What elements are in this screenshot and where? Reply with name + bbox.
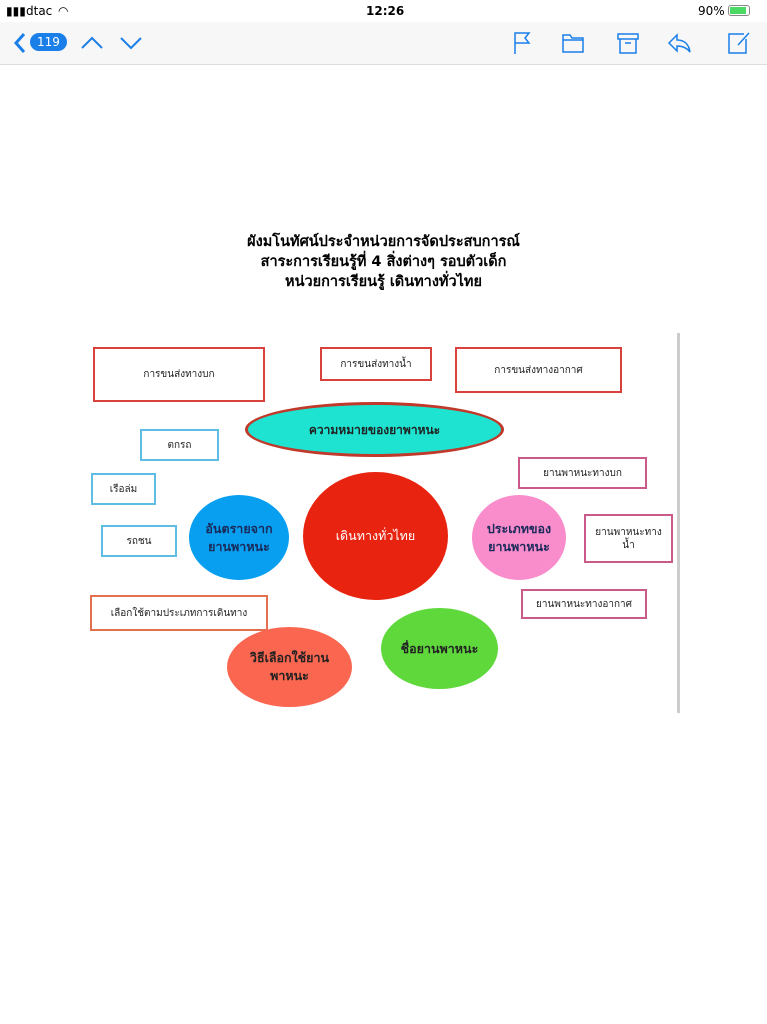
time: 12:26 bbox=[366, 4, 405, 18]
title-line: สาระการเรียนรู้ที่ 4 สิ่งต่างๆ รอบตัวเด็… bbox=[260, 254, 507, 270]
folder-icon[interactable] bbox=[560, 30, 586, 56]
box-car-crash: รถชน bbox=[101, 525, 177, 557]
status-bar: ▮▮▮ dtac ◠ 12:26 90% bbox=[0, 0, 767, 22]
title-line: ผังมโนทัศน์ประจำหน่วยการจัดประสบการณ์ bbox=[247, 234, 520, 250]
meaning-ellipse: ความหมายของยาพาหนะ bbox=[245, 402, 504, 457]
back-chevron-icon[interactable] bbox=[8, 30, 34, 56]
box-choose-by-type: เลือกใช้ตามประเภทการเดินทาง bbox=[90, 595, 268, 631]
flag-icon[interactable] bbox=[510, 30, 536, 56]
center-circle: เดินทางทั่วไทย bbox=[303, 472, 448, 600]
page-edge-divider bbox=[677, 333, 680, 713]
reply-icon[interactable] bbox=[666, 30, 692, 56]
danger-circle: อันตรายจาก ยานพาหนะ bbox=[189, 495, 289, 580]
mail-toolbar: 119 bbox=[0, 22, 767, 65]
battery-icon bbox=[728, 5, 750, 16]
box-air-transport: การขนส่งทางอากาศ bbox=[455, 347, 622, 393]
battery-percent: 90% bbox=[698, 4, 725, 18]
unread-count-badge[interactable]: 119 bbox=[30, 33, 67, 51]
document-title: ผังมโนทัศน์ประจำหน่วยการจัดประสบการณ์ สา… bbox=[0, 232, 767, 292]
box-water-transport: การขนส่งทางน้ำ bbox=[320, 347, 432, 381]
compose-icon[interactable] bbox=[726, 30, 752, 56]
box-fall-from-vehicle: ตกรถ bbox=[140, 429, 219, 461]
box-land-transport: การขนส่งทางบก bbox=[93, 347, 265, 402]
signal-icon: ▮▮▮ bbox=[6, 4, 26, 18]
archive-icon[interactable] bbox=[615, 30, 641, 56]
wifi-icon: ◠ bbox=[58, 4, 69, 18]
box-boat-sinking: เรือล่ม bbox=[91, 473, 156, 505]
chevron-down-icon[interactable] bbox=[118, 30, 144, 56]
box-air-vehicle: ยานพาหนะทางอากาศ bbox=[521, 589, 647, 619]
box-water-vehicle: ยานพาหนะทาง น้ำ bbox=[584, 514, 673, 563]
names-circle: ชื่อยานพาหนะ bbox=[381, 608, 498, 689]
carrier: dtac bbox=[26, 4, 53, 18]
chevron-up-icon[interactable] bbox=[79, 30, 105, 56]
box-land-vehicle: ยานพาหนะทางบก bbox=[518, 457, 647, 489]
choose-circle: วิธีเลือกใช้ยาน พาหนะ bbox=[227, 627, 352, 707]
title-line: หน่วยการเรียนรู้ เดินทางทั่วไทย bbox=[285, 274, 482, 290]
types-circle: ประเภทของ ยานพาหนะ bbox=[472, 495, 566, 580]
